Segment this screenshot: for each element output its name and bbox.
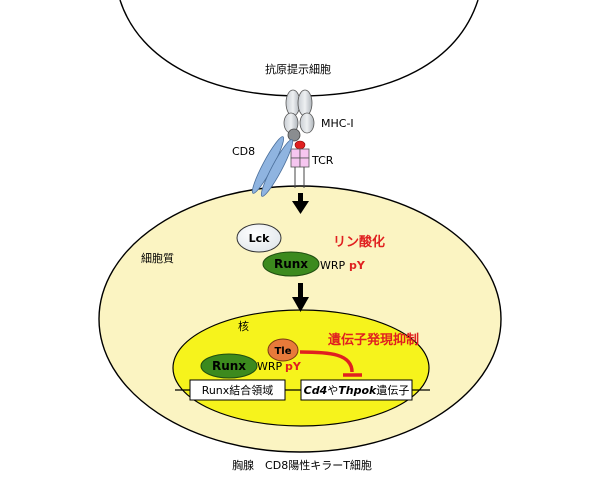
apc-label: 抗原提示細胞 (265, 62, 331, 76)
lck-protein (236, 223, 282, 253)
cytoplasm-label: 細胞質 (141, 251, 174, 265)
repression-label: 遺伝子発現抑制 (327, 332, 419, 348)
runx-binding-site-label: Runx結合領域 (202, 383, 274, 397)
tle-label: Tle (274, 346, 291, 357)
runx-nucleus (200, 353, 258, 379)
target-gene-ya: や (327, 384, 338, 397)
tcr-complex (290, 148, 310, 188)
caption: 胸腺 CD8陽性キラーT細胞 (232, 458, 372, 472)
runx-binding-site-box (189, 379, 286, 401)
tle-protein (267, 338, 299, 362)
phosphorylation-label: リン酸化 (333, 234, 385, 250)
signal-arrow-2 (292, 283, 309, 312)
mhc-i-complex (283, 89, 315, 142)
nucleus-label: 核 (238, 319, 249, 333)
target-gene-thpok: Thpok (338, 384, 377, 397)
antigen-peptide (294, 140, 306, 150)
lck-label: Lck (249, 232, 271, 245)
runx-cytoplasm (262, 251, 320, 277)
target-gene-cd4: Cd4 (304, 384, 328, 397)
tcr-label: TCR (311, 154, 334, 167)
wrp-cytoplasm-label: WRP (320, 259, 346, 272)
target-gene-label: Cd4やThpok遺伝子 (304, 383, 410, 397)
py-nucleus-label: pY (285, 360, 302, 373)
runx-cytoplasm-label: Runx (274, 257, 308, 271)
apc-membrane (119, 0, 479, 97)
runx-nucleus-label: Runx (212, 359, 246, 373)
signal-arrow-1 (292, 193, 309, 214)
py-cytoplasm-label: pY (349, 259, 366, 272)
cd8-coreceptor (251, 136, 294, 197)
target-gene-box (300, 379, 413, 401)
cd8-label: CD8 (232, 145, 255, 158)
repression-inhibition-arrow (299, 350, 354, 373)
mhc-label: MHC-I (321, 117, 354, 130)
target-gene-tail: 遺伝子 (376, 383, 409, 397)
wrp-nucleus-label: WRP (257, 360, 283, 373)
